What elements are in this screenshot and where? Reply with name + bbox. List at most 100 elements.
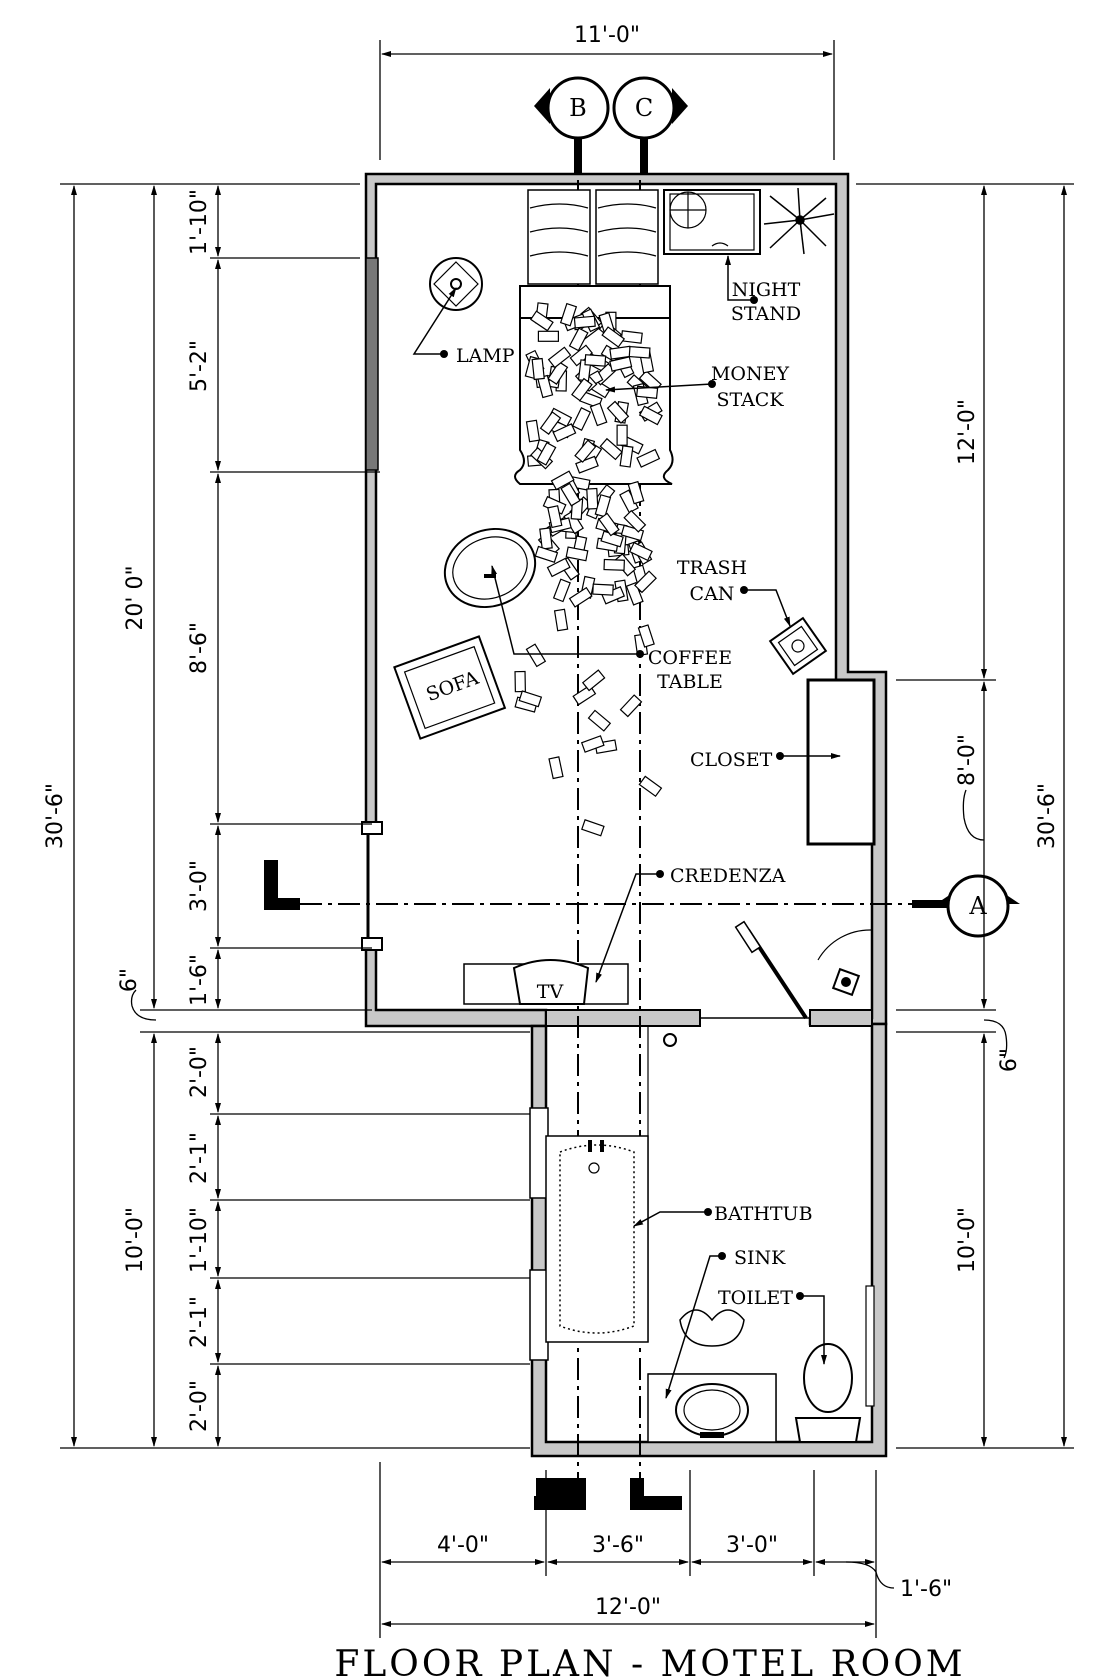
coffee-table-label-1: COFFEE	[648, 647, 732, 669]
marker-c-label: C	[635, 94, 653, 122]
money-bill	[547, 346, 572, 369]
sink-label: SINK	[734, 1247, 786, 1269]
money-bill	[525, 419, 541, 443]
dim-left-bath: 10'-0"	[123, 1207, 148, 1273]
sofa: SOFA	[393, 635, 507, 740]
tv-label: TV	[537, 981, 564, 1003]
bathtub-label: BATHTUB	[714, 1203, 813, 1225]
money-bill	[599, 437, 623, 461]
coffee-table-label-2: TABLE	[657, 671, 723, 693]
money-bill	[628, 345, 651, 359]
trash-can	[768, 616, 828, 676]
money-bill	[616, 424, 628, 446]
credenza: TV	[463, 959, 629, 1005]
dimension-lines	[60, 40, 1074, 1638]
money-bill	[592, 583, 614, 596]
money-bill	[546, 557, 571, 578]
closet-label: CLOSET	[690, 749, 773, 771]
money-bill	[638, 775, 663, 798]
dim-left-seg-1: 1'-10"	[187, 189, 212, 255]
drawing-title: FLOOR PLAN - MOTEL ROOM	[334, 1644, 965, 1680]
money-bill	[525, 643, 547, 668]
dim-left-main: 20' 0"	[123, 565, 148, 630]
dim-bath-seg-3: 1'-10"	[187, 1207, 212, 1273]
money-bill	[559, 302, 578, 327]
coffee-table	[443, 527, 537, 609]
money-bill	[638, 405, 663, 426]
money-bill	[552, 423, 577, 443]
money-bill	[603, 558, 625, 571]
money-bill	[634, 570, 657, 594]
money-bill	[531, 357, 545, 381]
toilet-label: TOILET	[718, 1287, 793, 1309]
dim-bottom-seg-3: 3'-0"	[726, 1533, 778, 1558]
section-marker-a: A	[912, 874, 1020, 938]
money-bill	[518, 690, 543, 708]
section-marker-b: B	[534, 76, 610, 174]
money-bill	[589, 402, 608, 427]
money-bill	[628, 541, 653, 562]
dimension-labels: 11'-0" 4'-0" 3'-6" 3'-0" 1'-6" 12'-0" 30…	[43, 23, 1060, 1620]
dim-bath-seg-5: 2'-0"	[187, 1380, 212, 1432]
money-bill	[529, 310, 554, 332]
dim-left-overall: 30'-6"	[43, 783, 68, 849]
dim-top-overall: 11'-0"	[574, 23, 640, 48]
money-bill	[553, 608, 569, 632]
money-bill	[548, 756, 564, 780]
money-bill	[574, 439, 597, 463]
money-stack	[514, 302, 663, 837]
money-stack-label-2: STACK	[716, 389, 784, 411]
money-bill	[586, 487, 599, 510]
money-bill	[534, 545, 559, 564]
dim-left-seg-3: 8'-6"	[187, 622, 212, 674]
money-bill	[584, 354, 607, 367]
dim-right-seg-3: 6"	[997, 1048, 1022, 1072]
trash-can-label-1: TRASH	[677, 557, 747, 579]
money-bill	[623, 509, 647, 533]
sink	[647, 1373, 777, 1443]
dim-bottom-seg-1: 4'-0"	[437, 1533, 489, 1558]
dim-left-seg-4: 3'-0"	[187, 860, 212, 912]
money-bill	[619, 445, 634, 468]
section-marker-c: C	[612, 76, 688, 174]
dim-right-seg-4: 10'-0"	[955, 1207, 980, 1273]
money-bill	[539, 527, 553, 550]
money-bill	[637, 624, 655, 648]
money-bill	[606, 400, 630, 424]
dim-left-seg-5: 1'-6"	[187, 954, 212, 1006]
money-bill	[580, 735, 605, 753]
lamp-label: LAMP	[456, 345, 515, 367]
money-bill	[575, 455, 599, 474]
faucet-icon	[679, 1309, 745, 1347]
dim-bottom-overall: 12'-0"	[595, 1595, 661, 1620]
money-bill	[547, 361, 569, 385]
dim-right-seg-2: 8'-0"	[955, 734, 980, 786]
section-tails	[264, 860, 682, 1510]
night-stand-label-2: STAND	[731, 303, 801, 325]
money-bill	[636, 448, 661, 468]
dim-left-seg-6: 6"	[117, 968, 142, 992]
money-bill	[568, 586, 593, 608]
money-bill	[552, 578, 571, 603]
night-stand	[663, 189, 761, 255]
plant-icon	[763, 187, 835, 255]
leader-dots	[440, 296, 804, 1300]
bath-door	[663, 920, 873, 1047]
money-bill	[568, 327, 589, 352]
credenza-label: CREDENZA	[670, 865, 786, 887]
walls	[361, 172, 888, 1458]
trash-can-label-2: CAN	[690, 583, 735, 605]
dim-bottom-seg-2: 3'-6"	[592, 1533, 644, 1558]
money-bill	[547, 505, 563, 529]
money-bill	[569, 344, 594, 367]
night-stand-label-1: NIGHT	[732, 279, 801, 301]
money-bill	[571, 377, 593, 402]
money-bill	[571, 407, 592, 431]
marker-b-label: B	[569, 94, 587, 122]
money-bill	[598, 512, 620, 537]
money-stack-label-1: MONEY	[711, 363, 790, 385]
dim-right-overall: 30'-6"	[1035, 783, 1060, 849]
money-bill	[573, 315, 596, 329]
money-bill	[609, 356, 633, 372]
